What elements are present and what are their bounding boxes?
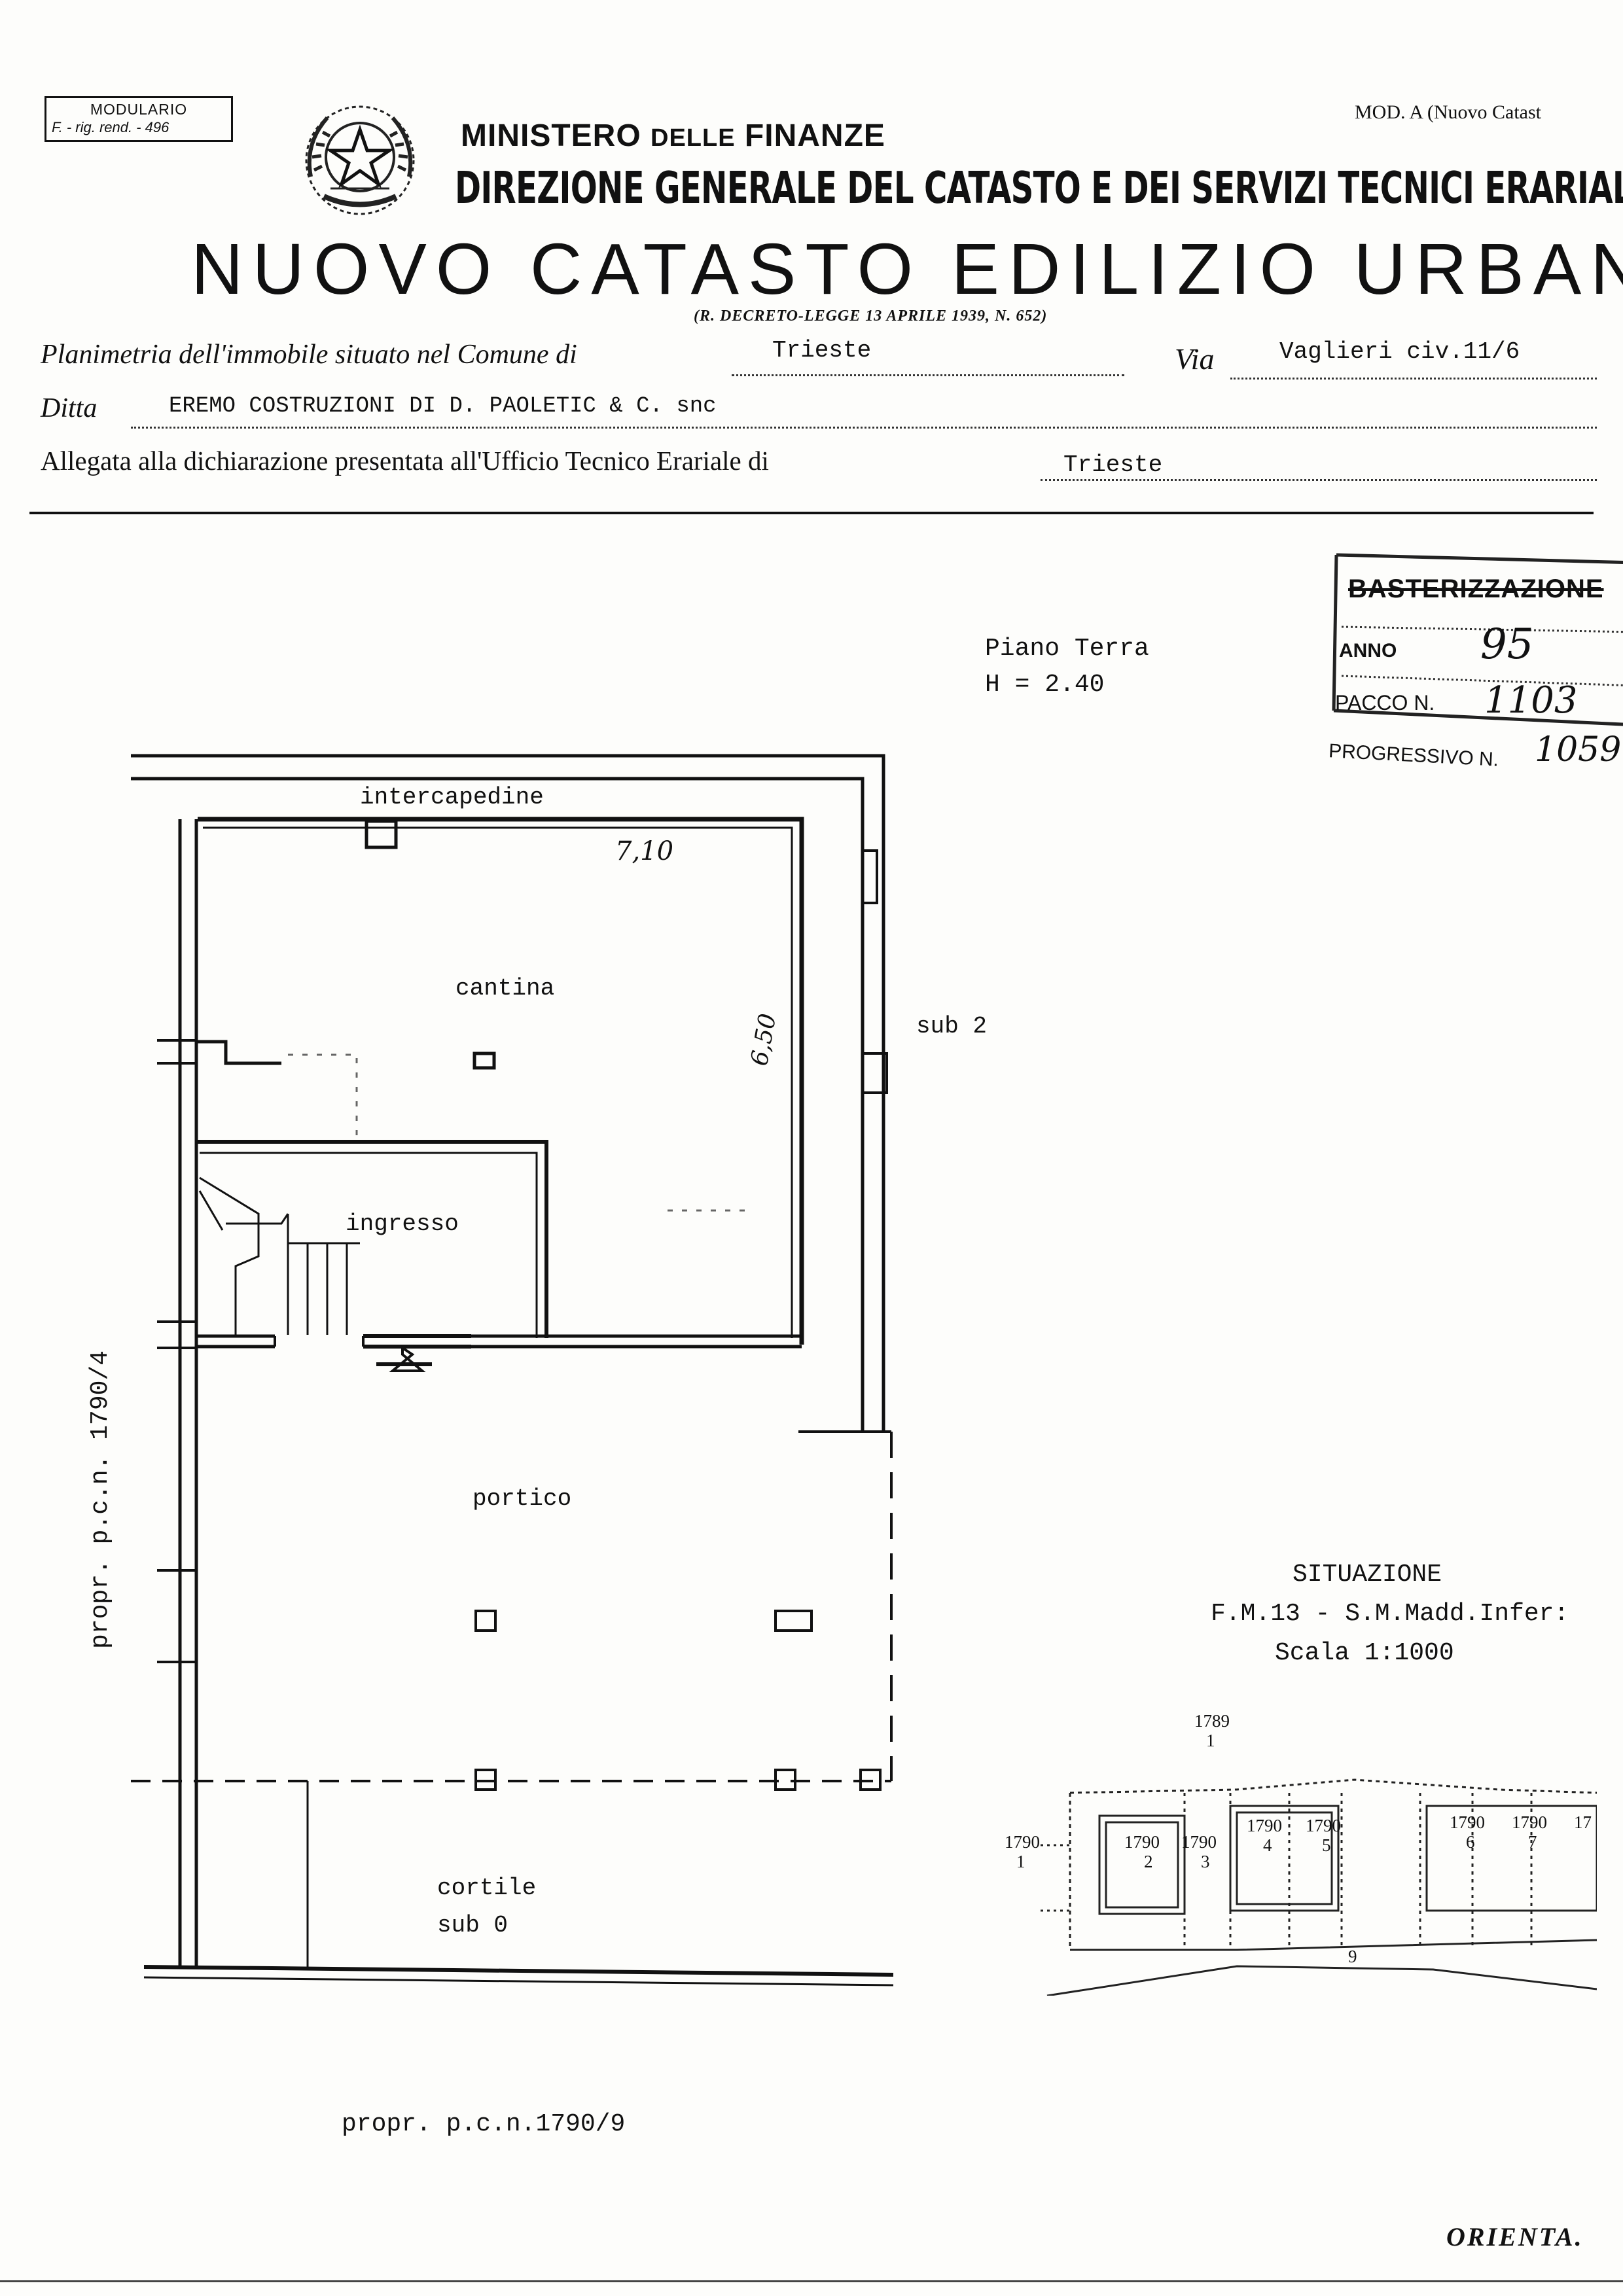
modulario-title: MODULARIO: [90, 101, 188, 118]
parcel-2-sub: 2: [1144, 1852, 1153, 1871]
stamp-pacco-label: PACCO N.: [1335, 691, 1435, 715]
via-value: Vaglieri civ.11/6: [1279, 338, 1520, 365]
parcel-1789: 1789: [1194, 1711, 1230, 1731]
situazione-scale: Scala 1:1000: [1275, 1639, 1454, 1667]
register-title: NUOVO CATASTO EDILIZIO URBAN: [191, 229, 1623, 309]
planimetria-label: Planimetria dell'immobile situato nel Co…: [41, 340, 577, 370]
room-sub2: sub 2: [916, 1013, 988, 1040]
parcel-3: 1790: [1181, 1832, 1217, 1852]
height-label: H = 2.40: [985, 671, 1105, 699]
parcel-8: 17: [1574, 1812, 1592, 1832]
parcel-4: 1790: [1247, 1816, 1282, 1835]
parcel-2: 1790: [1124, 1832, 1160, 1852]
ditta-label: Ditta: [41, 393, 98, 423]
comune-line: [732, 374, 1124, 376]
ditta-line: [131, 427, 1597, 429]
republic-emblem-icon: [305, 105, 415, 215]
stamp-anno-value: 95: [1480, 620, 1534, 669]
floor-label: Piano Terra: [985, 635, 1149, 663]
site-map: [1041, 1778, 1597, 1996]
parcel-5-sub: 5: [1322, 1835, 1331, 1855]
room-cantina: cantina: [455, 975, 555, 1002]
model-reference: MOD. A (Nuovo Catast: [1355, 101, 1541, 123]
stamp-frame: [1332, 553, 1623, 726]
bottom-property-label: propr. p.c.n.1790/9: [342, 2110, 626, 2138]
left-property-label: propr. p.c.n. 1790/4: [86, 1350, 115, 1649]
orientation-label: ORIENTA.: [1446, 2222, 1584, 2252]
header-divider: [29, 512, 1594, 514]
stamp-anno-label: ANNO: [1339, 640, 1397, 662]
parcel-4-sub: 4: [1263, 1835, 1272, 1855]
modulario-box: MODULARIO F. - rig. rend. - 496: [45, 96, 233, 142]
page-bottom-line: [0, 2280, 1623, 2282]
room-portico: portico: [473, 1485, 572, 1512]
stamp-progressivo-value: 1059: [1535, 730, 1622, 769]
situazione-title: SITUAZIONE: [1293, 1561, 1442, 1589]
ditta-value: EREMO COSTRUZIONI DI D. PAOLETIC & C. sn…: [169, 394, 717, 419]
parcel-6-sub: 6: [1466, 1832, 1475, 1852]
room-cortile-sub: sub 0: [437, 1912, 508, 1939]
parcel-7-sub: 7: [1528, 1832, 1537, 1852]
parcel-1789-sub: 1: [1206, 1731, 1215, 1750]
room-cortile: cortile: [437, 1875, 537, 1901]
modulario-code: F. - rig. rend. - 496: [52, 119, 169, 135]
via-line: [1230, 378, 1597, 380]
dimension-width: 7,10: [615, 836, 674, 866]
decree-reference: (R. DECRETO-LEGGE 13 APRILE 1939, N. 652…: [694, 308, 1048, 325]
ufficio-line: [1041, 479, 1597, 481]
parcel-6: 1790: [1450, 1812, 1485, 1832]
ministry-title: MINISTERO DELLE FINANZE: [461, 118, 885, 153]
room-ingresso: ingresso: [346, 1210, 459, 1237]
allegata-label: Allegata alla dichiarazione presentata a…: [41, 446, 769, 476]
parcel-3-sub: 3: [1201, 1852, 1210, 1871]
parcel-1790-1: 1790: [1005, 1832, 1040, 1852]
ufficio-value: Trieste: [1063, 451, 1163, 478]
direction-title: DIREZIONE GENERALE DEL CATASTO E DEI SER…: [455, 162, 1623, 213]
comune-value: Trieste: [772, 337, 872, 364]
parcel-7: 1790: [1512, 1812, 1547, 1832]
situazione-sheet: F.M.13 - S.M.Madd.Infer:: [1211, 1600, 1569, 1628]
parcel-5: 1790: [1306, 1816, 1341, 1835]
archive-stamp: BASTERIZZAZIONE ANNO 95 PACCO N. 1103 PR…: [1309, 548, 1623, 810]
via-label: Via: [1175, 342, 1215, 376]
stamp-title: BASTERIZZAZIONE: [1348, 574, 1604, 603]
room-intercapedine: intercapedine: [360, 784, 544, 811]
parcel-1790-1-sub: 1: [1016, 1852, 1026, 1871]
stamp-pacco-value: 1103: [1484, 679, 1578, 722]
parcel-9: 9: [1348, 1947, 1357, 1966]
